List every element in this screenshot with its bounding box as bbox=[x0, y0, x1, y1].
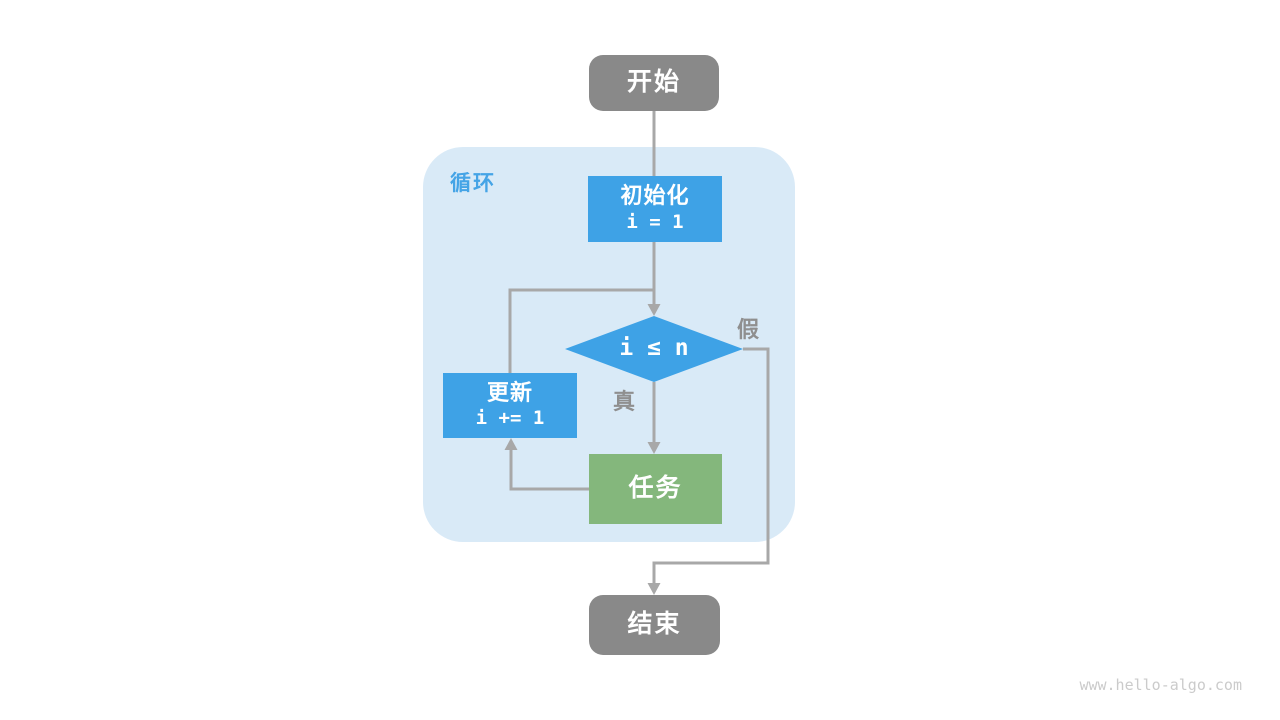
arrowhead-into-end bbox=[647, 583, 661, 595]
arrowhead-into-update bbox=[504, 438, 518, 450]
loop-label: 循环 bbox=[450, 172, 496, 195]
node-update: 更新 i += 1 bbox=[443, 373, 577, 438]
node-condition-code: i ≤ n bbox=[619, 335, 689, 362]
node-end: 结束 bbox=[589, 595, 720, 655]
edge-label-true: 真 bbox=[613, 389, 637, 414]
edge-task-to-update bbox=[509, 450, 589, 491]
edge-label-false: 假 bbox=[737, 317, 761, 342]
node-update-code: i += 1 bbox=[475, 407, 545, 430]
node-update-title: 更新 bbox=[486, 379, 533, 405]
edge-update-to-condition bbox=[508, 288, 654, 373]
node-init-code: i = 1 bbox=[626, 210, 684, 233]
node-init: 初始化 i = 1 bbox=[588, 176, 722, 242]
node-end-label: 结束 bbox=[627, 610, 682, 639]
watermark-text: www.hello-algo.com bbox=[1079, 676, 1242, 694]
node-start: 开始 bbox=[589, 55, 719, 111]
arrowhead-into-condition bbox=[647, 304, 661, 316]
edge-condition-to-end bbox=[652, 347, 770, 583]
node-start-label: 开始 bbox=[626, 68, 681, 97]
node-init-title: 初始化 bbox=[620, 183, 690, 209]
node-task-label: 任务 bbox=[628, 474, 683, 503]
node-task: 任务 bbox=[589, 454, 722, 524]
arrowhead-into-task bbox=[647, 442, 661, 454]
